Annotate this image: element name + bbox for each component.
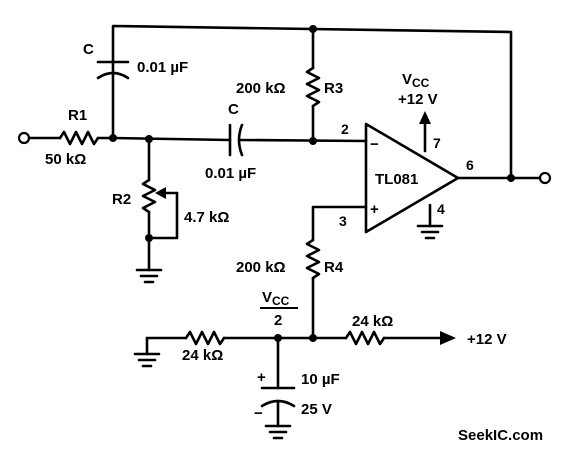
r3-value: 200 kΩ [236,80,286,97]
ground-divider [133,336,161,368]
opamp-tl081 [364,122,460,234]
capacitor-series [228,123,368,157]
half-vcc-denominator: 2 [274,312,282,329]
vcc-value: +12 V [398,91,438,108]
c-bypass-value: 10 µF [301,371,340,388]
capacitor-bypass [260,336,296,428]
potentiometer-r2 [141,137,179,272]
pin-noninverting: 3 [339,213,347,229]
ground-bypass [264,424,292,440]
junction-r4-bottom [309,334,317,342]
input-terminal[interactable] [17,131,31,145]
r3-ref: R3 [324,80,343,97]
resistor-upper-24k [344,330,456,346]
pin-vcc: 7 [433,135,441,151]
half-vcc-numerator: VCC [262,289,290,308]
r4-ref: R4 [324,259,344,276]
output-terminal[interactable] [538,171,552,185]
r1-ref: R1 [68,107,87,124]
vcc-arrow-icon [419,111,431,153]
opamp-name: TL081 [375,171,418,188]
resistor-r3 [305,27,321,143]
pin-output: 6 [466,157,474,173]
ground-opamp [416,203,444,240]
r2-value: 4.7 kΩ [184,209,229,226]
c-bypass-minus: − [254,405,263,422]
junction-r2-bottom [145,234,153,242]
r-lower-value: 24 kΩ [182,347,223,364]
input-node-wire [111,136,232,142]
pin-ground: 4 [437,201,445,217]
resistor-lower-24k [184,330,348,346]
r4-value: 200 kΩ [236,259,286,276]
capacitor-feedback [96,60,130,80]
rail-label: +12 V [467,331,507,348]
r-upper-value: 24 kΩ [352,313,393,330]
c-bypass-voltage: 25 V [301,401,332,418]
opamp-sign-noninverting: + [370,201,379,218]
resistor-r4 [305,205,368,340]
junction-output [507,174,515,182]
c-feedback-ref: C [83,41,94,58]
c-series-ref: C [228,101,239,118]
c-series-value: 0.01 µF [205,165,256,182]
ground-r2 [135,268,163,284]
c-feedback-value: 0.01 µF [137,59,188,76]
junction-input [109,134,117,142]
c-bypass-plus: + [257,369,266,386]
junction-inverting [309,137,317,145]
resistor-r1 [27,130,115,146]
vcc-label: VCC [402,71,430,90]
watermark: SeekIC.com [458,427,543,444]
r1-value: 50 kΩ [45,151,86,168]
r2-ref: R2 [112,191,131,208]
pin-inverting: 2 [341,121,349,137]
opamp-sign-inverting: − [370,136,379,153]
